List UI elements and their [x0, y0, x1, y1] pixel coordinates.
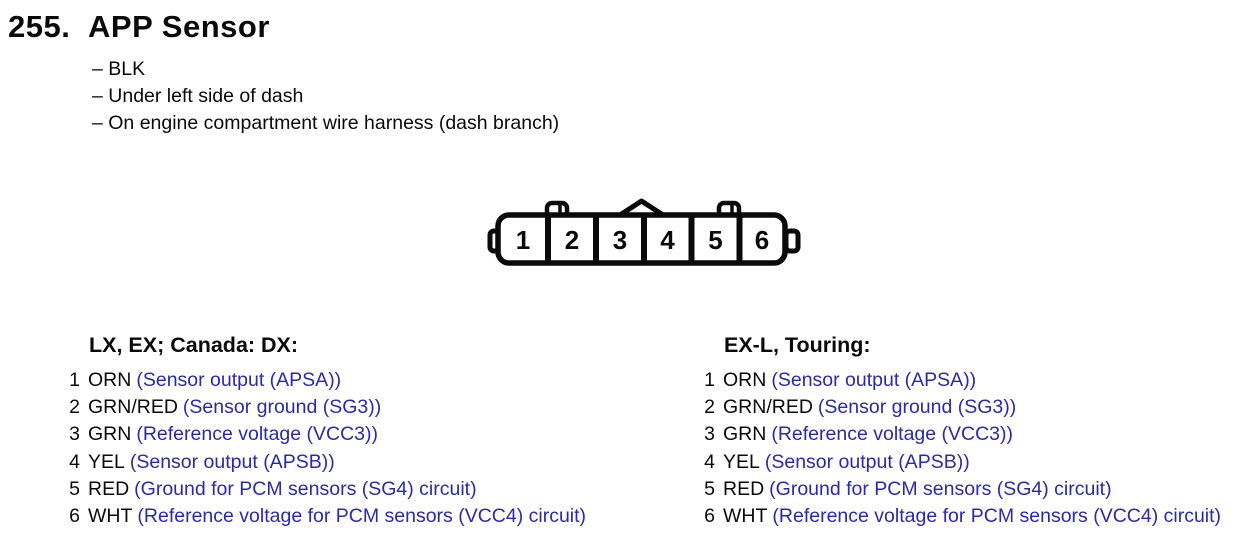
pin-row: 6 WHT(Reference voltage for PCM sensors …: [703, 503, 1221, 530]
pinout-column-exl-touring: EX-L, Touring: 1 ORN(Sensor output (APSA…: [703, 333, 1221, 530]
page-title: APP Sensor: [88, 9, 270, 44]
pin-row: 3 GRN(Reference voltage (VCC3)): [703, 421, 1221, 448]
wire-color: GRN/RED: [723, 396, 813, 419]
wire-color: RED: [88, 477, 130, 500]
wire-color: GRN: [88, 423, 132, 446]
pinout-rows: 1 ORN(Sensor output (APSA)) 2 GRN/RED(Se…: [703, 367, 1221, 530]
pin-cell-1: 1: [516, 225, 530, 255]
pin-row: 2 GRN/RED(Sensor ground (SG3)): [68, 394, 586, 421]
pin-cell-3: 3: [613, 225, 627, 255]
signal-description: (Sensor ground (SG3)): [182, 396, 382, 419]
pin-text: ORN(Sensor output (APSA)): [88, 367, 341, 394]
connector-key-triangle-icon: [618, 198, 665, 218]
note-line: – BLK: [92, 58, 146, 80]
pin-number: 2: [69, 396, 80, 419]
signal-description: (Sensor ground (SG3)): [817, 396, 1017, 419]
pin-number: 2: [704, 396, 715, 419]
pin-number: 1: [69, 369, 80, 391]
signal-description: (Sensor output (APSA)): [136, 369, 342, 391]
pin-number: 6: [704, 505, 715, 528]
pin-number: 5: [704, 477, 715, 500]
pin-row: 4 YEL(Sensor output (APSB)): [703, 449, 1221, 476]
pin-text: WHT(Reference voltage for PCM sensors (V…: [88, 503, 586, 530]
pin-number: 4: [69, 450, 80, 473]
pin-text: GRN/RED(Sensor ground (SG3)): [723, 394, 1016, 421]
connector-notes: – BLK – Under left side of dash – On eng…: [92, 56, 559, 136]
pin-row: 1 ORN(Sensor output (APSA)): [703, 367, 1221, 394]
signal-description: (Sensor output (APSB)): [764, 450, 970, 473]
pinout-header: LX, EX; Canada: DX:: [89, 333, 299, 357]
signal-description: (Ground for PCM sensors (SG4) circuit): [769, 477, 1112, 500]
pin-text: YEL(Sensor output (APSB)): [88, 449, 335, 476]
wire-color: GRN/RED: [88, 396, 178, 419]
pin-text: GRN/RED(Sensor ground (SG3)): [88, 394, 381, 421]
pin-text: YEL(Sensor output (APSB)): [723, 449, 970, 476]
pin-number: 1: [704, 369, 715, 391]
pin-row: 1 ORN(Sensor output (APSA)): [68, 367, 586, 394]
pin-number: 6: [69, 505, 80, 528]
pin-number: 5: [69, 477, 80, 500]
pin-text: ORN(Sensor output (APSA)): [723, 367, 976, 394]
note-line: – On engine compartment wire harness (da…: [92, 111, 560, 134]
signal-description: (Reference voltage (VCC3)): [136, 423, 379, 446]
pin-cell-2: 2: [565, 225, 579, 255]
signal-description: (Reference voltage for PCM sensors (VCC4…: [772, 505, 1222, 528]
wire-color: GRN: [723, 423, 767, 446]
signal-description: (Ground for PCM sensors (SG4) circuit): [134, 477, 477, 500]
pin-dividers: [545, 215, 743, 263]
pin-text: RED(Ground for PCM sensors (SG4) circuit…: [723, 476, 1112, 503]
note-line: – Under left side of dash: [92, 84, 304, 107]
pin-row: 2 GRN/RED(Sensor ground (SG3)): [703, 394, 1221, 421]
wire-color: YEL: [88, 450, 125, 473]
pinout-header: EX-L, Touring:: [724, 333, 871, 357]
section-number: 255.: [8, 9, 71, 44]
wire-color: YEL: [723, 450, 760, 473]
signal-description: (Sensor output (APSA)): [771, 369, 977, 391]
signal-description: (Reference voltage (VCC3)): [771, 423, 1014, 446]
wire-color: RED: [723, 477, 765, 500]
pin-text: GRN(Reference voltage (VCC3)): [723, 421, 1013, 448]
pin-cell-6: 6: [755, 225, 769, 255]
pin-cell-5: 5: [708, 225, 722, 255]
pinout-rows: 1 ORN(Sensor output (APSA)) 2 GRN/RED(Se…: [68, 367, 586, 530]
pin-number: 3: [69, 423, 80, 446]
connector-tab-right: [783, 228, 801, 254]
pin-text: RED(Ground for PCM sensors (SG4) circuit…: [88, 476, 477, 503]
signal-description: (Reference voltage for PCM sensors (VCC4…: [137, 505, 587, 528]
pin-row: 3 GRN(Reference voltage (VCC3)): [68, 421, 586, 448]
pin-cell-4: 4: [660, 225, 675, 255]
pin-row: 4 YEL(Sensor output (APSB)): [68, 449, 586, 476]
pin-row: 6 WHT(Reference voltage for PCM sensors …: [68, 503, 586, 530]
connector-diagram: 1 2 3 4 5 6: [487, 198, 801, 266]
pin-number: 4: [704, 450, 715, 473]
wire-color: ORN: [88, 369, 132, 391]
wire-color: ORN: [723, 369, 767, 391]
pinout-column-lx-ex-canada-dx: LX, EX; Canada: DX: 1 ORN(Sensor output …: [68, 333, 586, 530]
pin-row: 5 RED(Ground for PCM sensors (SG4) circu…: [703, 476, 1221, 503]
wire-color: WHT: [88, 505, 133, 528]
pin-text: WHT(Reference voltage for PCM sensors (V…: [723, 503, 1221, 530]
pin-number: 3: [704, 423, 715, 446]
pin-text: GRN(Reference voltage (VCC3)): [88, 421, 378, 448]
wire-color: WHT: [723, 505, 768, 528]
signal-description: (Sensor output (APSB)): [129, 450, 335, 473]
section-heading: 255. APP Sensor: [8, 9, 270, 45]
pin-row: 5 RED(Ground for PCM sensors (SG4) circu…: [68, 476, 586, 503]
